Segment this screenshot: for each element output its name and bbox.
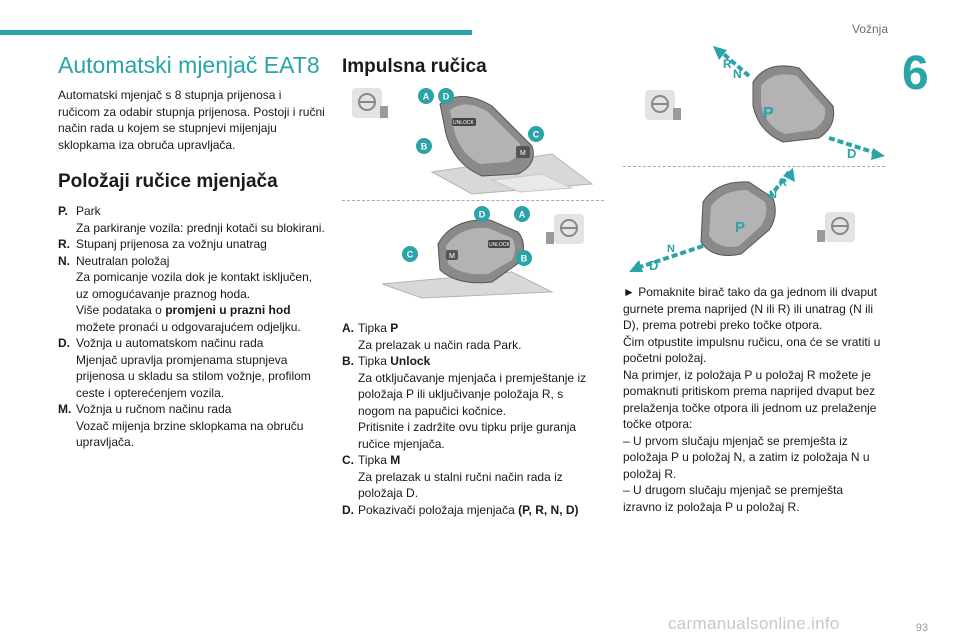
example-paragraph: Na primjer, iz položaja P u položaj R mo… [623, 367, 877, 432]
arrow-label-d: D [649, 258, 658, 273]
chapter-number: 6 [902, 47, 929, 100]
svg-text:C: C [533, 130, 540, 140]
legend-item-c: C. Tipka M Za prelazak u stalni ručni na… [342, 453, 563, 500]
svg-text:P: P [763, 105, 774, 122]
intro-paragraph: Automatski mjenjač s 8 stupnja prijenosa… [58, 88, 325, 152]
unlock-button-shape [488, 240, 510, 248]
gear-lever-shape: UNLOCK M [437, 219, 524, 284]
badge-c: C [528, 126, 544, 142]
svg-text:A: A [423, 92, 430, 102]
m-button-label: M [520, 150, 526, 157]
svg-text:D: D [479, 210, 486, 220]
legend-item-a: A. Tipka P Za prelazak u način rada Park… [342, 321, 522, 352]
lever-illustration-bottom: UNLOCK M D A C B [381, 206, 584, 299]
m-button-shape [446, 250, 458, 260]
unlock-button-shape [452, 118, 476, 126]
steering-wheel-icon [352, 88, 388, 118]
position-item-n: N. Neutralan položaj Za pomicanje vozila… [58, 253, 326, 336]
arrow-forward-icon: R N [767, 168, 795, 201]
button-legend: A. Tipka P Za prelazak u način rada Park… [342, 320, 602, 518]
arrow-backward-icon: D [828, 136, 885, 161]
position-indicator-p: P [735, 219, 745, 236]
position-item-m: M. Vožnja u ručnom načinu rada Vozač mij… [58, 402, 304, 449]
m-button-label: M [449, 253, 455, 260]
arrow-label-d: D [847, 146, 856, 161]
steering-wheel-icon [645, 90, 681, 120]
positions-list: P. Park Za parkiranje vozila: prednji ko… [58, 203, 326, 451]
case-two-paragraph: – U drugom slučaju mjenjač se premješta … [623, 483, 844, 514]
lever-motion-illustration-top: R N P D [645, 46, 885, 161]
gear-lever-shape: UNLOCK M [439, 96, 534, 177]
svg-text:B: B [521, 254, 528, 264]
badge-b: B [416, 138, 432, 154]
legend-item-b: B. Tipka Unlock Za otključavanje mjenjač… [342, 354, 587, 451]
svg-text:C: C [407, 250, 414, 260]
badge-b: B [516, 250, 532, 266]
position-item-r: R. Stupanj prijenosa za vožnju unatrag [58, 237, 267, 251]
page-title: Automatski mjenjač EAT8 [58, 52, 320, 78]
lever-illustration-top: UNLOCK M A D C B [352, 88, 594, 195]
arrow-forward-icon: R N [713, 46, 751, 81]
gear-lever-shape [752, 65, 835, 143]
positions-heading: Položaji ručice mjenjača [58, 171, 278, 192]
divider-dashed [623, 166, 885, 167]
divider-dashed [342, 200, 604, 201]
unlock-button-label: UNLOCK [453, 120, 475, 126]
badge-a: A [418, 88, 434, 104]
arrow-label-n: N [667, 243, 675, 255]
section-name: Vožnja [851, 22, 888, 36]
lever-motion-illustration-bottom: R N P N D [629, 168, 855, 273]
neutral-more-info: Više podataka o promjeni u prazni hod mo… [76, 303, 301, 334]
header-accent-bar [0, 30, 472, 35]
position-indicator-p: P [763, 105, 774, 122]
impulse-lever-heading: Impulsna ručica [342, 56, 487, 77]
steering-wheel-icon [817, 212, 855, 242]
badge-d: D [474, 206, 490, 222]
position-item-d: D. Vožnja u automatskom načinu rada Mjen… [58, 336, 311, 400]
page-number: 93 [915, 622, 928, 634]
watermark: carmanualsonline.info [668, 614, 840, 633]
svg-text:A: A [519, 210, 526, 220]
arrow-label-n: N [769, 189, 777, 201]
arrow-backward-icon: N D [629, 243, 704, 273]
position-item-p: P. Park Za parkiranje vozila: prednji ko… [58, 204, 325, 235]
legend-item-d: D. Pokazivači položaja mjenjača (P, R, N… [342, 502, 579, 517]
release-paragraph: Čim otpustite impulsnu ručicu, ona će se… [623, 334, 881, 366]
badge-c: C [402, 246, 418, 262]
case-one-paragraph: – U prvom slučaju mjenjač se premješta i… [623, 433, 870, 481]
badge-a: A [514, 206, 530, 222]
instruction-paragraph: ► Pomaknite birač tako da ga jednom ili … [623, 285, 878, 332]
arrow-label-r: R [723, 57, 732, 71]
arrow-label-n: N [733, 67, 742, 81]
gear-lever-shape [700, 181, 776, 256]
svg-text:B: B [421, 142, 428, 152]
column-right-text: ► Pomaknite birač tako da ga jednom ili … [623, 284, 885, 515]
unlock-button-label: UNLOCK [489, 242, 511, 248]
svg-text:P: P [735, 219, 745, 236]
m-button-shape [516, 146, 530, 158]
badge-d: D [438, 88, 454, 104]
steering-wheel-icon [546, 214, 584, 244]
arrow-label-r: R [779, 177, 787, 189]
column-left: Automatski mjenjač EAT8 Automatski mjenj… [58, 52, 326, 451]
svg-text:D: D [443, 92, 450, 102]
